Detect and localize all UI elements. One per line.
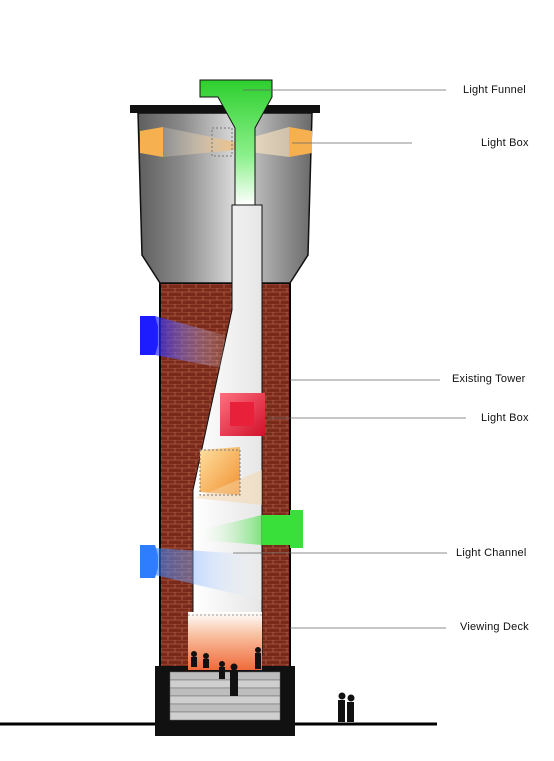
viewing-deck [169,612,281,721]
light-box-red [220,393,265,436]
label-light-box-upper: Light Box [481,137,529,149]
leader-lines [233,89,466,629]
label-light-funnel: Light Funnel [463,84,526,96]
upper-light-box-left [140,127,235,157]
label-light-channel: Light Channel [456,547,527,559]
label-light-box-lower: Light Box [481,412,529,424]
label-existing-tower: Existing Tower [452,373,526,385]
light-channel-sky [140,545,262,600]
stairs [169,671,281,721]
label-viewing-deck: Viewing Deck [460,621,529,633]
light-channel-green [200,510,303,548]
light-box-orange [195,447,262,505]
light-channel-blue [140,316,225,368]
person-silhouettes [191,647,355,722]
